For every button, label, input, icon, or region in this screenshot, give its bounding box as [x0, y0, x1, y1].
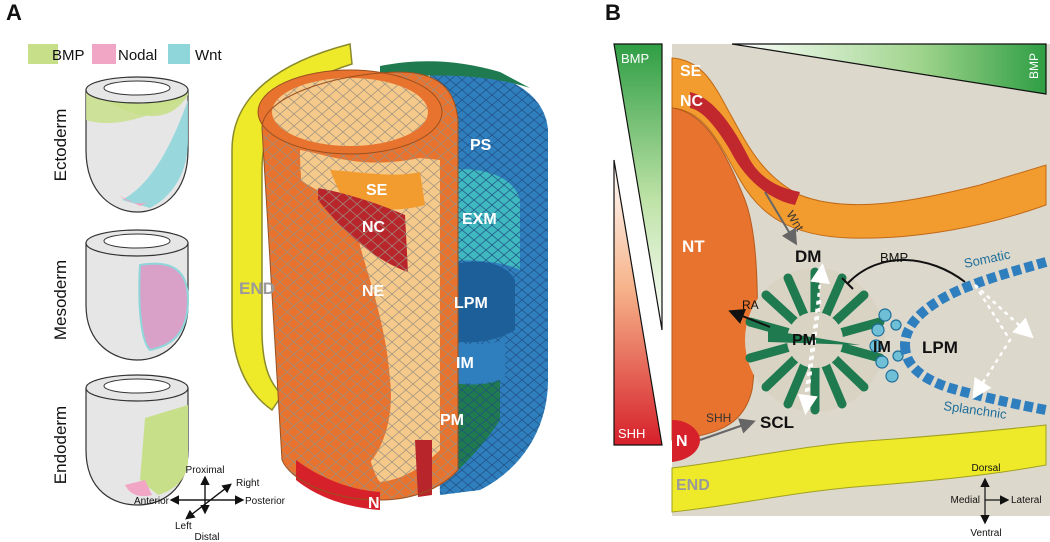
signal-bmp: BMP: [880, 250, 908, 265]
endoderm-band: [671, 424, 1047, 513]
embryo-label-nc: NC: [362, 219, 386, 236]
embryo-label-ps: PS: [470, 137, 492, 154]
label-se: SE: [680, 63, 702, 80]
axes-compass-a: [169, 475, 245, 520]
gradient-label-bmp-vertical: BMP: [621, 51, 649, 66]
axis-posterior: Posterior: [245, 496, 286, 507]
axis-right: Right: [236, 478, 260, 489]
ra-arrow: [728, 308, 771, 328]
notochord: [672, 420, 700, 462]
endoderm-cup: [85, 374, 189, 506]
gradient-label-shh: SHH: [618, 426, 645, 441]
legend-label-nodal: Nodal: [118, 47, 157, 64]
neural-tube: [671, 107, 758, 441]
lpm-somatic: [900, 257, 1048, 346]
axis-medial: Medial: [951, 495, 980, 506]
shh-gradient: [613, 159, 663, 446]
legend-label-wnt: Wnt: [195, 47, 223, 64]
embryo-label-n: N: [368, 495, 380, 512]
intermediate-mesoderm: [869, 308, 904, 383]
label-nt: NT: [682, 237, 705, 256]
embryo-label-end: END: [239, 279, 275, 298]
bmp-inhibition-bar: [841, 277, 854, 290]
embryo-label-se: SE: [366, 182, 388, 199]
signal-ra: RA: [742, 298, 759, 312]
axis-proximal: Proximal: [186, 465, 225, 476]
migration-arrows: [797, 263, 1034, 415]
label-endoderm: Endoderm: [51, 406, 70, 484]
embryo-schematic: [231, 43, 548, 510]
embryo-label-im: IM: [456, 355, 474, 372]
label-lpm: LPM: [922, 338, 958, 357]
panel-b-letter: B: [605, 0, 621, 25]
label-pm: PM: [792, 332, 816, 349]
bmp-inhibition: [847, 259, 966, 284]
bmp-vertical-gradient: [613, 43, 663, 331]
lpm-splanchnic: [900, 344, 1047, 415]
embryo-label-exm: EXM: [462, 211, 497, 228]
label-end: END: [676, 477, 710, 494]
label-dm: DM: [795, 247, 821, 266]
embryo-label-pm: PM: [440, 412, 464, 429]
axis-anterior: Anterior: [134, 496, 170, 507]
embryo-label-ne: NE: [362, 283, 385, 300]
axis-distal: Distal: [194, 532, 219, 542]
axis-ventral: Ventral: [970, 528, 1001, 539]
legend: BMP Nodal Wnt: [28, 44, 223, 64]
axis-dorsal: Dorsal: [972, 463, 1001, 474]
legend-swatch-wnt: [168, 44, 190, 64]
label-scl: SCL: [760, 413, 794, 432]
label-im: IM: [873, 339, 891, 356]
gradient-label-bmp-horizontal: BMP: [1027, 53, 1041, 79]
label-nc: NC: [680, 93, 704, 110]
legend-swatch-bmp: [28, 44, 58, 64]
neural-crest: [690, 92, 800, 205]
legend-label-bmp: BMP: [52, 47, 85, 64]
label-ectoderm: Ectoderm: [51, 109, 70, 182]
ectoderm-cup: [85, 76, 189, 213]
label-n: N: [676, 433, 688, 450]
axis-left: Left: [175, 521, 192, 532]
wnt-arrow: [764, 191, 798, 246]
shh-arrow: [699, 418, 756, 441]
label-mesoderm: Mesoderm: [51, 260, 70, 340]
axes-compass-b: [980, 477, 1010, 525]
panel-a-letter: A: [6, 0, 22, 25]
embryo-label-lpm: LPM: [454, 295, 488, 312]
mesoderm-cup: [85, 229, 190, 361]
axis-lateral: Lateral: [1011, 495, 1042, 506]
bmp-horizontal-gradient: [731, 43, 1047, 95]
signal-shh: SHH: [706, 411, 731, 425]
legend-swatch-nodal: [92, 44, 116, 64]
